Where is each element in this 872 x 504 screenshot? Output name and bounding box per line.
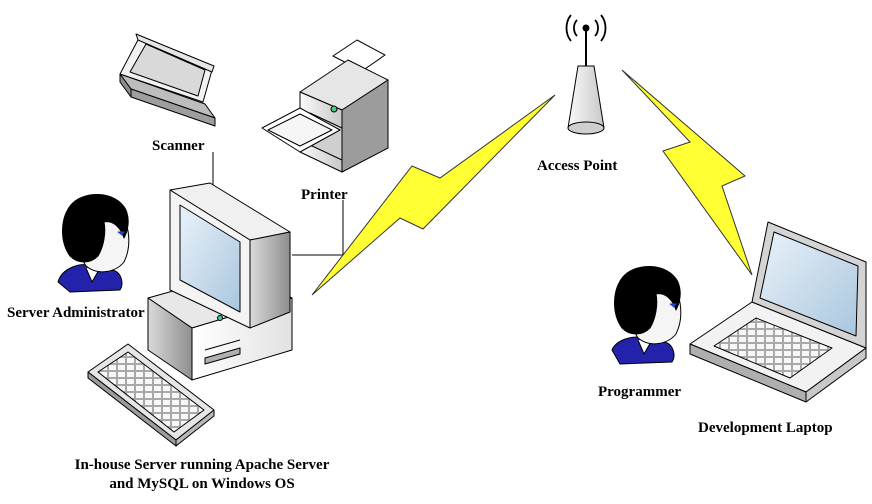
lightning-bolt-icon bbox=[621, 69, 753, 276]
printer-icon bbox=[261, 39, 389, 173]
wireless-link-server bbox=[311, 94, 556, 296]
access-point-label: Access Point bbox=[537, 158, 618, 174]
lightning-bolt-icon bbox=[311, 94, 556, 296]
person-icon bbox=[611, 265, 682, 365]
printer-label: Printer bbox=[301, 187, 348, 203]
scanner-label: Scanner bbox=[152, 138, 205, 154]
keyboard-icon bbox=[87, 343, 215, 447]
printer-server-link bbox=[292, 200, 344, 256]
person-icon bbox=[57, 193, 130, 293]
wireless-link-laptop bbox=[621, 69, 753, 276]
scanner-icon bbox=[119, 33, 216, 127]
server-caption: In-house Server running Apache Server an… bbox=[22, 456, 382, 494]
server-caption-line-2: and MySQL on Windows OS bbox=[109, 476, 295, 492]
laptop-icon bbox=[689, 221, 867, 403]
server-caption-line-1: In-house Server running Apache Server bbox=[74, 457, 330, 473]
development-laptop-label: Development Laptop bbox=[698, 420, 833, 436]
wireless-access-point-icon bbox=[565, 14, 607, 135]
server-administrator-label: Server Administrator bbox=[7, 305, 145, 321]
desktop-computer-icon bbox=[147, 182, 293, 381]
programmer-label: Programmer bbox=[598, 384, 682, 400]
